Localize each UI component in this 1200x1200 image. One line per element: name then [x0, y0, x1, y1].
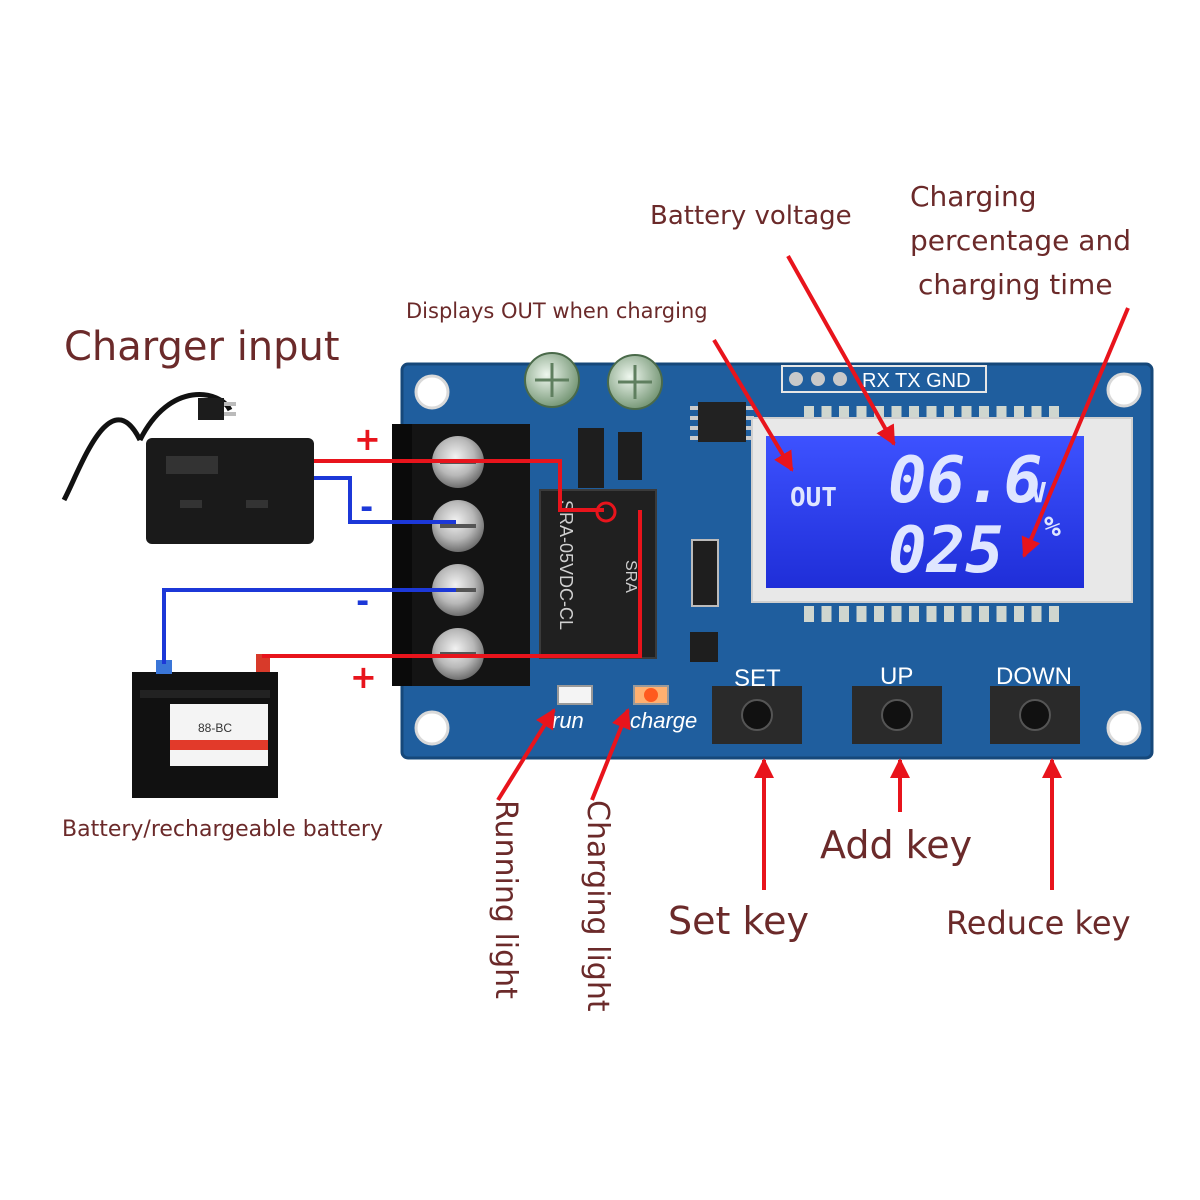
lcd-pin [926, 606, 937, 622]
lcd-pin [821, 606, 832, 622]
set-button[interactable] [712, 686, 802, 744]
wires [162, 459, 642, 664]
down-button-silk: DOWN [996, 663, 1072, 690]
label-running-light: Running light [488, 800, 523, 999]
arrow-battery-voltage [786, 255, 896, 446]
lcd-pin [856, 406, 867, 422]
battery-sticker: 88-BC [198, 721, 232, 735]
lcd-pin [856, 606, 867, 622]
mount-hole-top-right [1106, 372, 1142, 408]
run-led-label: run [552, 708, 584, 733]
charger-plus-sign: + [354, 420, 381, 458]
battery-positive-wire [262, 510, 642, 658]
lcd-pin [804, 406, 814, 422]
header-pins-label: RX TX GND [862, 370, 971, 392]
arrow-charging-percentage [1021, 307, 1130, 558]
charger-positive-wire [314, 459, 604, 512]
down-button[interactable] [990, 686, 1080, 744]
arrow-running-light [496, 708, 556, 802]
relay-brand: SRA [622, 560, 639, 593]
lcd-pin [944, 606, 954, 622]
lcd-pin [1014, 606, 1024, 622]
status-leds: run charge [552, 685, 697, 733]
arrow-charging-light [590, 708, 631, 801]
charger-negative-wire [314, 476, 456, 524]
lcd-pin [1049, 606, 1059, 622]
lcd-pin [839, 406, 849, 422]
lcd-pin [909, 606, 919, 622]
lcd-voltage-value: 06.6 [888, 444, 1042, 518]
run-led [557, 685, 593, 705]
lcd-pins [804, 406, 1059, 622]
mount-hole-bottom-left [414, 710, 450, 746]
mount-hole-top-left [414, 374, 450, 410]
lcd-pin [1049, 406, 1059, 422]
mount-hole-bottom-right [1106, 710, 1142, 746]
lcd-pin [909, 406, 919, 422]
lcd-display: OUT 06.6 V 025 % [751, 417, 1133, 603]
lcd-voltage-unit: V [1030, 476, 1047, 509]
label-displays-out: Displays OUT when charging [406, 299, 708, 323]
lcd-pin [1014, 406, 1024, 422]
charger-minus-sign: - [360, 488, 373, 526]
lcd-pin [891, 406, 902, 422]
label-charging-light: Charging light [580, 800, 615, 1012]
uart-header: RX TX GND [781, 365, 987, 393]
label-charging-line-2: percentage and [910, 224, 1131, 257]
lcd-pin [874, 606, 884, 622]
lcd-pin [944, 406, 954, 422]
label-charging-line-3: charging time [918, 268, 1113, 301]
label-battery-voltage: Battery voltage [650, 201, 852, 231]
lcd-status-out: OUT [790, 483, 837, 513]
terminal-block [392, 424, 530, 686]
callout-arrows [496, 255, 1130, 890]
lcd-pin [996, 406, 1007, 422]
lcd-pin [1031, 406, 1042, 422]
up-button[interactable] [852, 686, 942, 744]
battery-minus-sign: - [356, 582, 369, 620]
battery: 88-BC [132, 654, 278, 798]
lcd-pin [961, 606, 972, 622]
lcd-pin [804, 606, 814, 622]
ic-chip [578, 402, 754, 662]
label-add-key: Add key [820, 823, 972, 867]
lcd-percent-unit: % [1044, 510, 1061, 543]
lcd-pin [961, 406, 972, 422]
up-button-silk: UP [880, 663, 913, 690]
lcd-pin [839, 606, 849, 622]
lcd-percent-value: 025 [888, 514, 1004, 588]
label-set-key: Set key [668, 899, 809, 943]
label-battery: Battery/rechargeable battery [62, 817, 383, 842]
label-reduce-key: Reduce key [946, 904, 1131, 942]
arrow-displays-out [712, 338, 794, 472]
capacitors [524, 352, 663, 410]
lcd-pin [891, 606, 902, 622]
lcd-pin [979, 606, 989, 622]
battery-plus-sign: + [350, 658, 377, 696]
lcd-pin [979, 406, 989, 422]
charge-led-label: charge [630, 708, 697, 733]
label-charger-input: Charger input [64, 324, 340, 370]
lcd-pin [1031, 606, 1042, 622]
battery-negative-wire [162, 588, 456, 664]
lcd-pin [926, 406, 937, 422]
charger-adapter [61, 392, 314, 544]
lcd-pin [821, 406, 832, 422]
label-charging-line-1: Charging [910, 180, 1037, 213]
relay-label: SRA-05VDC-CL [556, 500, 576, 630]
lcd-pin [996, 606, 1007, 622]
keypad: SET UP DOWN [712, 663, 1080, 744]
